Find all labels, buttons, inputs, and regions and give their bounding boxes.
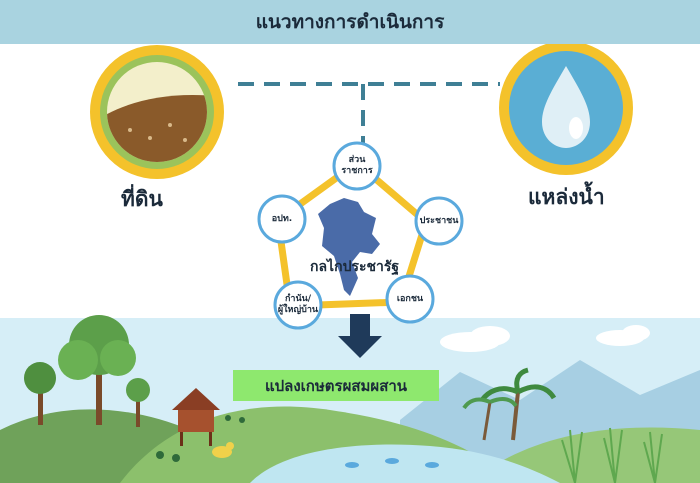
hut-icon — [172, 388, 220, 446]
palm-tree-icon — [462, 397, 518, 441]
land-label: ที่ดิน — [121, 187, 163, 211]
down-arrow-icon — [338, 314, 382, 358]
result-label: แปลงเกษตรผสมผสาน — [264, 376, 408, 395]
cloud — [440, 325, 650, 352]
tree-icon — [24, 362, 56, 425]
node-circle-local-admin — [257, 194, 307, 244]
tree-icon — [58, 315, 136, 425]
header-bar: แนวทางการดำเนินการ — [0, 0, 700, 44]
thailand-map-icon — [318, 198, 380, 296]
node-label-private: เอกชน — [396, 293, 424, 304]
water-label: แหล่งน้ำ — [528, 185, 605, 209]
water-drop-icon — [499, 41, 633, 175]
node-circle-government — [332, 141, 382, 191]
mechanism-label: กลไกประชารัฐ — [310, 259, 400, 275]
pond — [250, 444, 560, 483]
node-circle-private — [385, 274, 435, 324]
duck-icon — [212, 442, 234, 458]
node-label-village-head: กำนัน/ ผู้ใหญ่บ้าน — [277, 294, 319, 315]
node-circle-people — [414, 196, 464, 246]
crop-icons — [156, 415, 245, 462]
node-label-government: ส่วน ราชการ — [341, 155, 373, 176]
result-box: แปลงเกษตรผสมผสาน — [233, 370, 439, 401]
node-circle-village-head — [273, 280, 323, 330]
reed-icons — [561, 427, 663, 483]
node-label-local-admin: อปท. — [271, 213, 293, 224]
node-label-people: ประชาชน — [419, 215, 459, 226]
tree-icon — [126, 378, 150, 427]
soil-icon — [90, 45, 224, 179]
fish-icons — [345, 458, 439, 468]
page-title: แนวทางการดำเนินการ — [255, 11, 445, 33]
